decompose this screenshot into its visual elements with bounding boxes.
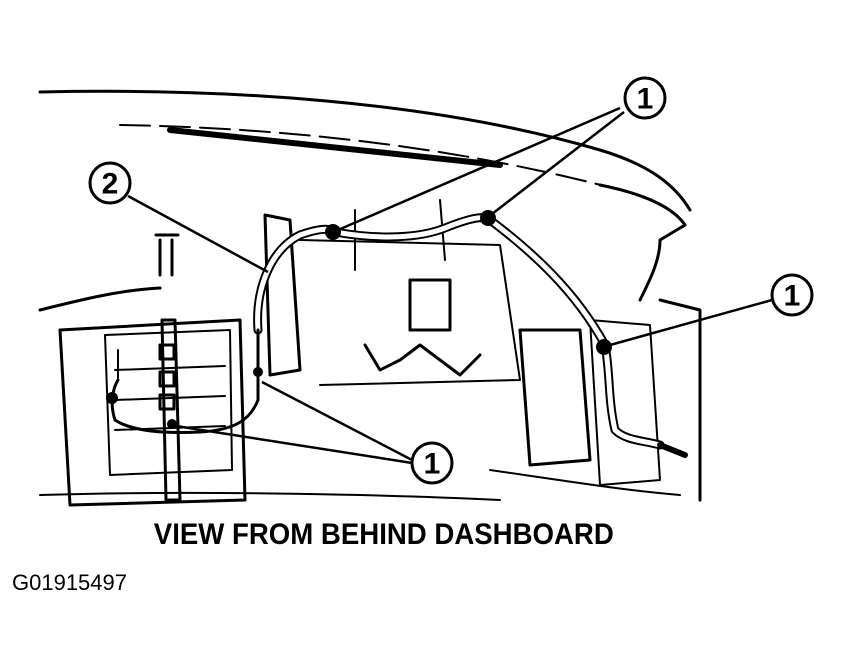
bracket-clip [158, 370, 176, 388]
leader-line [175, 424, 413, 465]
windshield-edge [38, 89, 692, 212]
center-duct [263, 213, 302, 377]
connector [106, 392, 118, 404]
callout-circle [410, 441, 454, 485]
lower-bracket [363, 343, 482, 377]
callout-label: 1 [424, 448, 441, 481]
right-lower-edge [489, 469, 681, 496]
center-bracket [160, 318, 182, 502]
callout-label: 1 [637, 83, 654, 116]
callout-circle [770, 273, 814, 317]
right-panel [589, 319, 661, 486]
leader-line [337, 106, 621, 232]
diagram-caption: VIEW FROM BEHIND DASHBOARD [153, 518, 614, 551]
dash-top-line [119, 124, 621, 191]
bracket-clip [158, 343, 176, 361]
callout-circle [623, 76, 667, 120]
mount-plate [408, 278, 452, 332]
harness-branch [110, 328, 260, 434]
clip [167, 419, 177, 429]
right-frame [658, 298, 702, 502]
clip [325, 224, 341, 240]
upper-bracket [154, 233, 180, 277]
clip [253, 367, 263, 377]
harness-end [657, 442, 688, 458]
leader-line [261, 380, 413, 462]
clip [596, 339, 612, 355]
callout-circle [88, 161, 132, 205]
lower-dash-edge [39, 491, 501, 501]
callout-label: 1 [784, 280, 801, 313]
center-frame [299, 239, 521, 386]
dash-right-edge [598, 183, 687, 302]
left-panel-edge [38, 286, 162, 312]
figure-id: G01915497 [12, 570, 127, 595]
leader-line [609, 298, 773, 347]
left-panel [58, 318, 247, 507]
leader-line [491, 111, 625, 215]
right-duct [518, 328, 592, 467]
leader-line [127, 194, 269, 274]
callout-label: 2 [102, 168, 119, 201]
bracket-clip [158, 393, 176, 411]
defrost-vent [167, 127, 503, 168]
radio-housing [104, 329, 233, 476]
